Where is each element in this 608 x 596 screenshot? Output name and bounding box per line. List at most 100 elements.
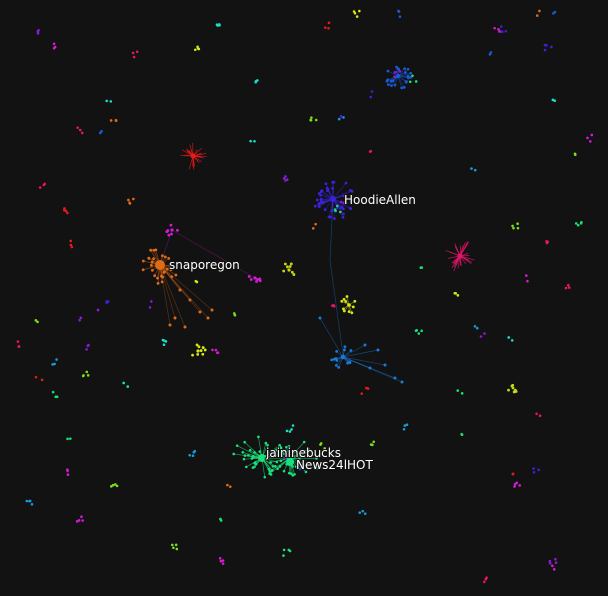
node-news24[interactable] bbox=[271, 465, 275, 468]
node-news24[interactable] bbox=[304, 470, 308, 474]
scatter-node[interactable] bbox=[85, 370, 89, 374]
scatter-node[interactable] bbox=[567, 286, 571, 289]
node-blue-lower[interactable] bbox=[400, 380, 404, 384]
hub-blue-lower[interactable] bbox=[340, 354, 346, 360]
node-yellow-left[interactable] bbox=[196, 352, 200, 356]
scatter-node[interactable] bbox=[113, 483, 117, 486]
node-snaporegon[interactable] bbox=[183, 325, 187, 329]
scatter-node[interactable] bbox=[34, 375, 38, 379]
scatter-node[interactable] bbox=[402, 427, 406, 431]
scatter-node[interactable] bbox=[135, 50, 139, 54]
node-news24[interactable] bbox=[279, 459, 283, 463]
node-magenta[interactable] bbox=[170, 232, 173, 236]
scatter-node[interactable] bbox=[51, 390, 55, 394]
scatter-node[interactable] bbox=[78, 318, 81, 322]
scatter-node[interactable] bbox=[343, 201, 346, 204]
node-yellow-mid[interactable] bbox=[351, 305, 355, 309]
scatter-node[interactable] bbox=[228, 485, 232, 488]
scatter-node[interactable] bbox=[309, 118, 312, 122]
node-magenta[interactable] bbox=[258, 277, 262, 281]
scatter-node[interactable] bbox=[81, 374, 85, 378]
node-news24[interactable] bbox=[275, 448, 278, 452]
scatter-node[interactable] bbox=[191, 454, 195, 457]
node-news24[interactable] bbox=[263, 475, 267, 479]
scatter-node[interactable] bbox=[456, 389, 460, 392]
node-news24[interactable] bbox=[254, 462, 258, 466]
scatter-node[interactable] bbox=[479, 335, 483, 338]
node-news24[interactable] bbox=[251, 454, 255, 458]
node-news24[interactable] bbox=[243, 454, 247, 457]
scatter-node[interactable] bbox=[417, 332, 421, 335]
node-hoodieallen[interactable] bbox=[339, 206, 343, 210]
node-news24[interactable] bbox=[282, 449, 286, 452]
scatter-node[interactable] bbox=[34, 319, 38, 322]
scatter-node[interactable] bbox=[371, 443, 374, 447]
scatter-node[interactable] bbox=[414, 80, 418, 83]
node-yellow-small[interactable] bbox=[507, 388, 510, 392]
node-hoodieallen[interactable] bbox=[322, 200, 325, 204]
node-blue-lower[interactable] bbox=[349, 349, 353, 352]
node-blue-lower[interactable] bbox=[334, 363, 338, 367]
scatter-node[interactable] bbox=[195, 280, 199, 284]
node-magenta[interactable] bbox=[249, 278, 253, 281]
node-news24[interactable] bbox=[257, 435, 260, 439]
scatter-node[interactable] bbox=[76, 126, 79, 129]
node-news24[interactable] bbox=[314, 467, 318, 471]
node-snaporegon[interactable] bbox=[198, 310, 202, 314]
node-label-snaporegon[interactable]: snaporegon bbox=[168, 257, 241, 273]
scatter-node[interactable] bbox=[109, 100, 113, 103]
node-blue-lower[interactable] bbox=[348, 361, 352, 364]
scatter-node[interactable] bbox=[54, 395, 58, 399]
scatter-node[interactable] bbox=[552, 568, 556, 571]
scatter-node[interactable] bbox=[553, 10, 557, 14]
node-snaporegon[interactable] bbox=[188, 298, 192, 302]
scatter-node[interactable] bbox=[197, 47, 201, 51]
node-yellow-small[interactable] bbox=[286, 265, 289, 269]
scatter-node[interactable] bbox=[66, 468, 69, 471]
hub-magenta[interactable] bbox=[170, 228, 174, 232]
node-blue-top[interactable] bbox=[409, 71, 413, 75]
scatter-node[interactable] bbox=[290, 428, 293, 431]
scatter-node[interactable] bbox=[475, 326, 479, 330]
scatter-node[interactable] bbox=[128, 202, 132, 205]
node-snaporegon[interactable] bbox=[167, 256, 171, 260]
hub-blue-top[interactable] bbox=[395, 73, 401, 79]
node-hoodieallen[interactable] bbox=[331, 187, 334, 190]
scatter-node[interactable] bbox=[53, 45, 57, 49]
node-snaporegon[interactable] bbox=[162, 270, 166, 274]
node-yellow-small[interactable] bbox=[290, 270, 294, 274]
node-label-news24lhot[interactable]: News24lHOT bbox=[295, 457, 374, 473]
node-blue-top[interactable] bbox=[403, 67, 406, 71]
node-news24[interactable] bbox=[314, 453, 317, 457]
node-yellow-mid[interactable] bbox=[342, 307, 345, 311]
scatter-node[interactable] bbox=[339, 210, 342, 214]
scatter-node[interactable] bbox=[214, 348, 218, 352]
node-news24[interactable] bbox=[275, 460, 279, 464]
node-magenta[interactable] bbox=[167, 233, 171, 237]
node-news24[interactable] bbox=[278, 443, 281, 447]
node-hoodieallen[interactable] bbox=[342, 212, 345, 216]
scatter-node[interactable] bbox=[488, 53, 492, 56]
node-news24[interactable] bbox=[291, 465, 294, 468]
scatter-node[interactable] bbox=[109, 119, 113, 122]
scatter-node[interactable] bbox=[408, 80, 412, 84]
hub-red-fan[interactable] bbox=[190, 153, 196, 159]
scatter-node[interactable] bbox=[586, 136, 589, 140]
node-snaporegon[interactable] bbox=[150, 260, 154, 264]
node-news24[interactable] bbox=[267, 453, 271, 456]
scatter-node[interactable] bbox=[51, 363, 54, 366]
hub-yellow-small[interactable] bbox=[287, 268, 291, 272]
node-news24[interactable] bbox=[287, 444, 291, 448]
scatter-node[interactable] bbox=[43, 182, 47, 186]
node-snaporegon[interactable] bbox=[169, 268, 173, 272]
scatter-node[interactable] bbox=[579, 222, 583, 225]
node-yellow-left[interactable] bbox=[201, 346, 205, 349]
node-yellow-left[interactable] bbox=[195, 343, 199, 347]
scatter-node[interactable] bbox=[323, 26, 327, 29]
node-snaporegon[interactable] bbox=[160, 280, 164, 284]
scatter-node[interactable] bbox=[550, 564, 554, 568]
node-hoodieallen[interactable] bbox=[315, 198, 319, 202]
node-hoodieallen[interactable] bbox=[332, 217, 336, 220]
node-blue-top[interactable] bbox=[409, 75, 413, 79]
node-label-hoodieallen[interactable]: HoodieAllen bbox=[343, 192, 417, 208]
